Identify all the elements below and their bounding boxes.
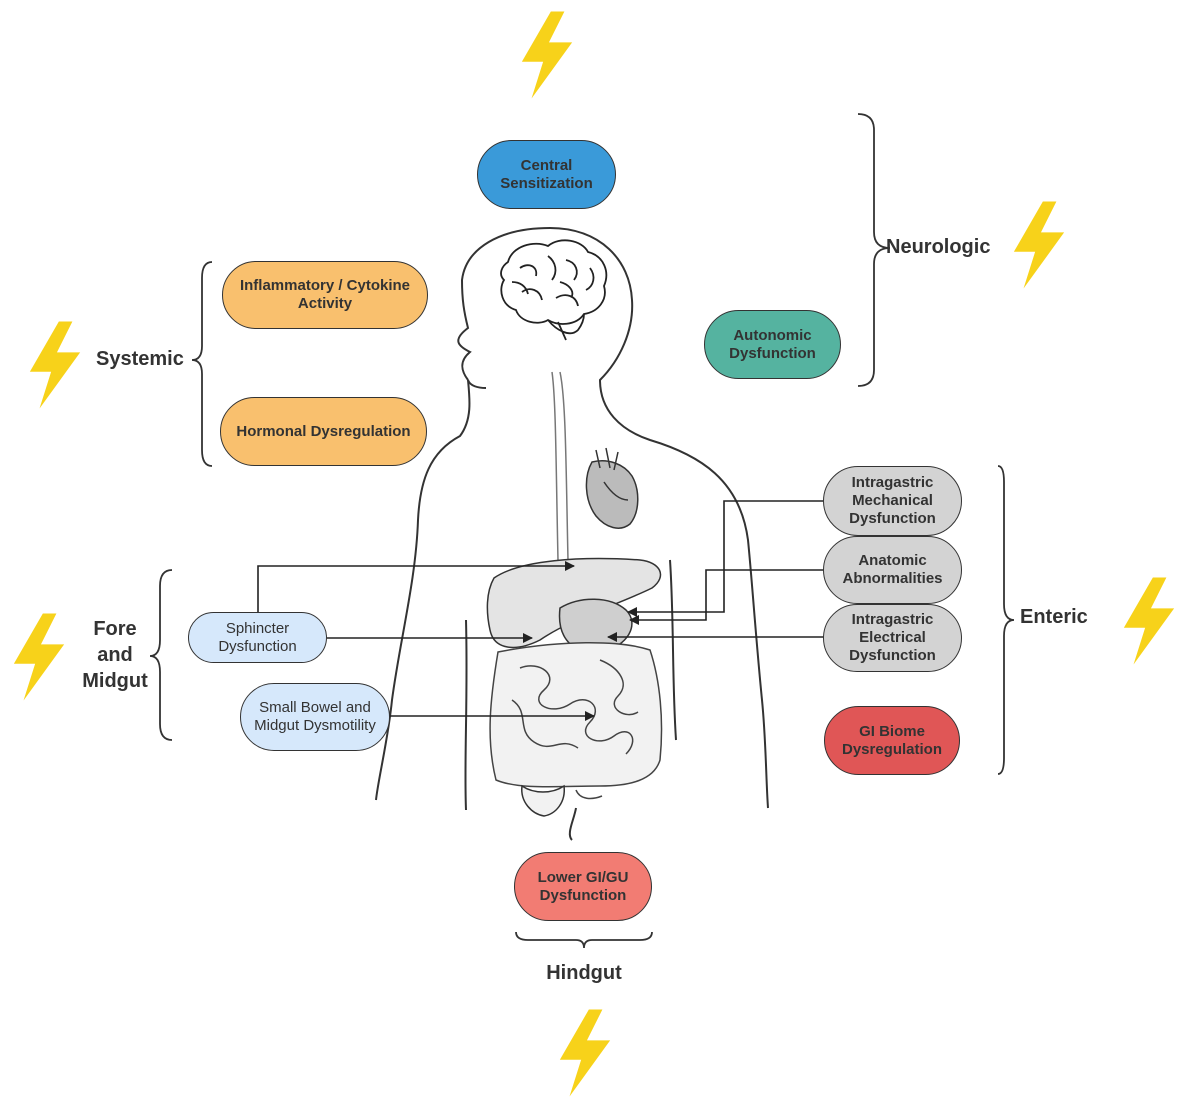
autonomic-dysfunction-label: Autonomic Dysfunction <box>729 326 816 362</box>
esophagus <box>551 371 569 561</box>
lower-gi-gu-dysfunction-box: Lower GI/GU Dysfunction <box>514 852 652 921</box>
central-sensitization-box: Central Sensitization <box>477 140 616 209</box>
sphincter-dysfunction-label: Sphincter Dysfunction <box>218 619 297 655</box>
central-sensitization-label: Central Sensitization <box>500 156 593 192</box>
intragastric-electrical-label: Intragastric Electrical Dysfunction <box>849 611 936 664</box>
small-bowel-dysmotility-label: Small Bowel and Midgut Dysmotility <box>254 699 376 734</box>
fore-midgut-group-label: Fore and Midgut <box>72 616 158 694</box>
systemic-group-label: Systemic <box>96 348 184 370</box>
inflammatory-cytokine-box: Inflammatory / Cytokine Activity <box>222 261 428 329</box>
bladder-icon <box>521 784 565 817</box>
systemic-brace <box>191 261 213 467</box>
intragastric-electrical-box: Intragastric Electrical Dysfunction <box>823 604 962 672</box>
intestines-icon <box>489 641 663 800</box>
lightning-bolt-icon <box>29 321 81 409</box>
intragastric-mechanical-box: Intragastric Mechanical Dysfunction <box>823 466 962 536</box>
lightning-bolt-icon <box>13 613 65 701</box>
neurologic-group-label: Neurologic <box>886 236 991 258</box>
lightning-bolt-icon <box>1013 201 1065 289</box>
heart-icon <box>585 447 639 529</box>
enteric-group-label: Enteric <box>1020 606 1088 628</box>
anatomic-abnormalities-box: Anatomic Abnormalities <box>823 536 962 604</box>
enteric-brace <box>997 465 1015 775</box>
lightning-bolt-icon <box>521 11 573 99</box>
small-bowel-dysmotility-box: Small Bowel and Midgut Dysmotility <box>240 683 390 751</box>
lower-gi-gu-dysfunction-label: Lower GI/GU Dysfunction <box>537 868 629 904</box>
brain-icon <box>500 239 608 341</box>
fore-midgut-line-2: and <box>97 644 133 666</box>
hindgut-group-label: Hindgut <box>546 962 622 984</box>
autonomic-dysfunction-box: Autonomic Dysfunction <box>704 310 841 379</box>
intragastric-mechanical-label: Intragastric Mechanical Dysfunction <box>849 474 936 527</box>
inflammatory-cytokine-label: Inflammatory / Cytokine Activity <box>239 277 411 312</box>
hindgut-brace <box>515 931 653 949</box>
connector-arrows <box>257 500 823 721</box>
gi-biome-dysregulation-label: GI Biome Dysregulation <box>841 722 943 758</box>
fore-midgut-line-1: Fore <box>93 618 137 640</box>
gi-biome-dysregulation-box: GI Biome Dysregulation <box>824 706 960 775</box>
group-braces <box>149 113 1015 949</box>
fore-midgut-line-3: Midgut <box>82 670 148 692</box>
anatomic-abnormalities-label: Anatomic Abnormalities <box>842 552 943 587</box>
hormonal-dysregulation-label: Hormonal Dysregulation <box>236 422 411 440</box>
fore-midgut-brace <box>149 569 173 741</box>
sphincter-dysfunction-box: Sphincter Dysfunction <box>188 612 327 663</box>
hormonal-dysregulation-box: Hormonal Dysregulation <box>220 397 427 466</box>
human-silhouette <box>375 226 769 841</box>
lightning-bolt-icon <box>1123 577 1175 665</box>
lightning-bolt-icon <box>559 1009 611 1097</box>
neurologic-brace <box>857 113 891 387</box>
